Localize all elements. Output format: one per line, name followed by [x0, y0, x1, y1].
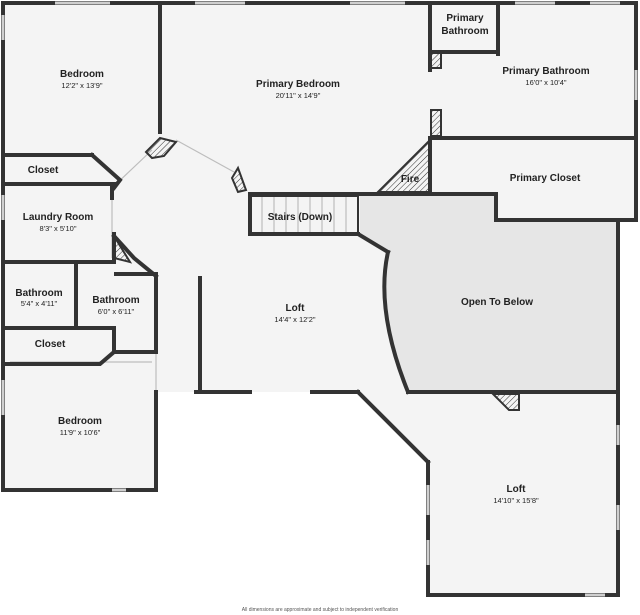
room-name-stairs: Stairs (Down) — [268, 212, 332, 223]
room-name-laundry: Laundry Room — [23, 212, 94, 223]
hatched-elements — [113, 51, 520, 411]
room-dims-loft-main: 14'4" x 12'2" — [274, 315, 315, 324]
room-labels: Bedroom 12'2" x 13'9" Primary Bedroom 20… — [15, 13, 589, 613]
room-name-closet-nw: Closet — [28, 165, 59, 176]
room-name-closet-sw: Closet — [35, 339, 66, 350]
room-name-bedroom-nw: Bedroom — [60, 69, 104, 80]
room-name-primary-bedroom: Primary Bedroom — [256, 79, 340, 90]
room-dims-primary-bedroom: 20'11" x 14'9" — [276, 91, 321, 100]
room-name-loft-main: Loft — [286, 303, 306, 314]
room-dims-primary-bathroom: 16'0" x 10'4" — [525, 78, 566, 87]
room-name-bathroom-w: Bathroom — [15, 288, 62, 299]
room-name-bathroom-c: Bathroom — [92, 295, 139, 306]
room-dims-bathroom-w: 5'4" x 4'11" — [21, 299, 58, 308]
room-dims-bedroom-sw: 11'9" x 10'6" — [60, 428, 101, 437]
room-name-loft-se: Loft — [507, 484, 527, 495]
room-name-primary-bathroom: Primary Bathroom — [502, 66, 589, 77]
footer-disclaimer: All dimensions are approximate and subje… — [242, 607, 399, 613]
room-name-primary-closet: Primary Closet — [510, 173, 581, 184]
room-dims-bathroom-c: 6'0" x 6'11" — [98, 307, 135, 316]
room-dims-loft-se: 14'10" x 15'8" — [493, 496, 539, 505]
room-name-open-to-below: Open To Below — [461, 297, 533, 308]
open-to-below-area — [360, 196, 618, 392]
room-name-primary-bath-small-2: Bathroom — [441, 26, 488, 37]
windows — [1, 1, 638, 597]
room-name-primary-bath-small-1: Primary — [446, 13, 484, 24]
room-dims-bedroom-nw: 12'2" x 13'9" — [61, 81, 102, 90]
room-dims-laundry: 8'3" x 5'10" — [40, 224, 77, 233]
room-name-bedroom-sw: Bedroom — [58, 416, 102, 427]
room-name-fire: Fire — [401, 174, 420, 185]
